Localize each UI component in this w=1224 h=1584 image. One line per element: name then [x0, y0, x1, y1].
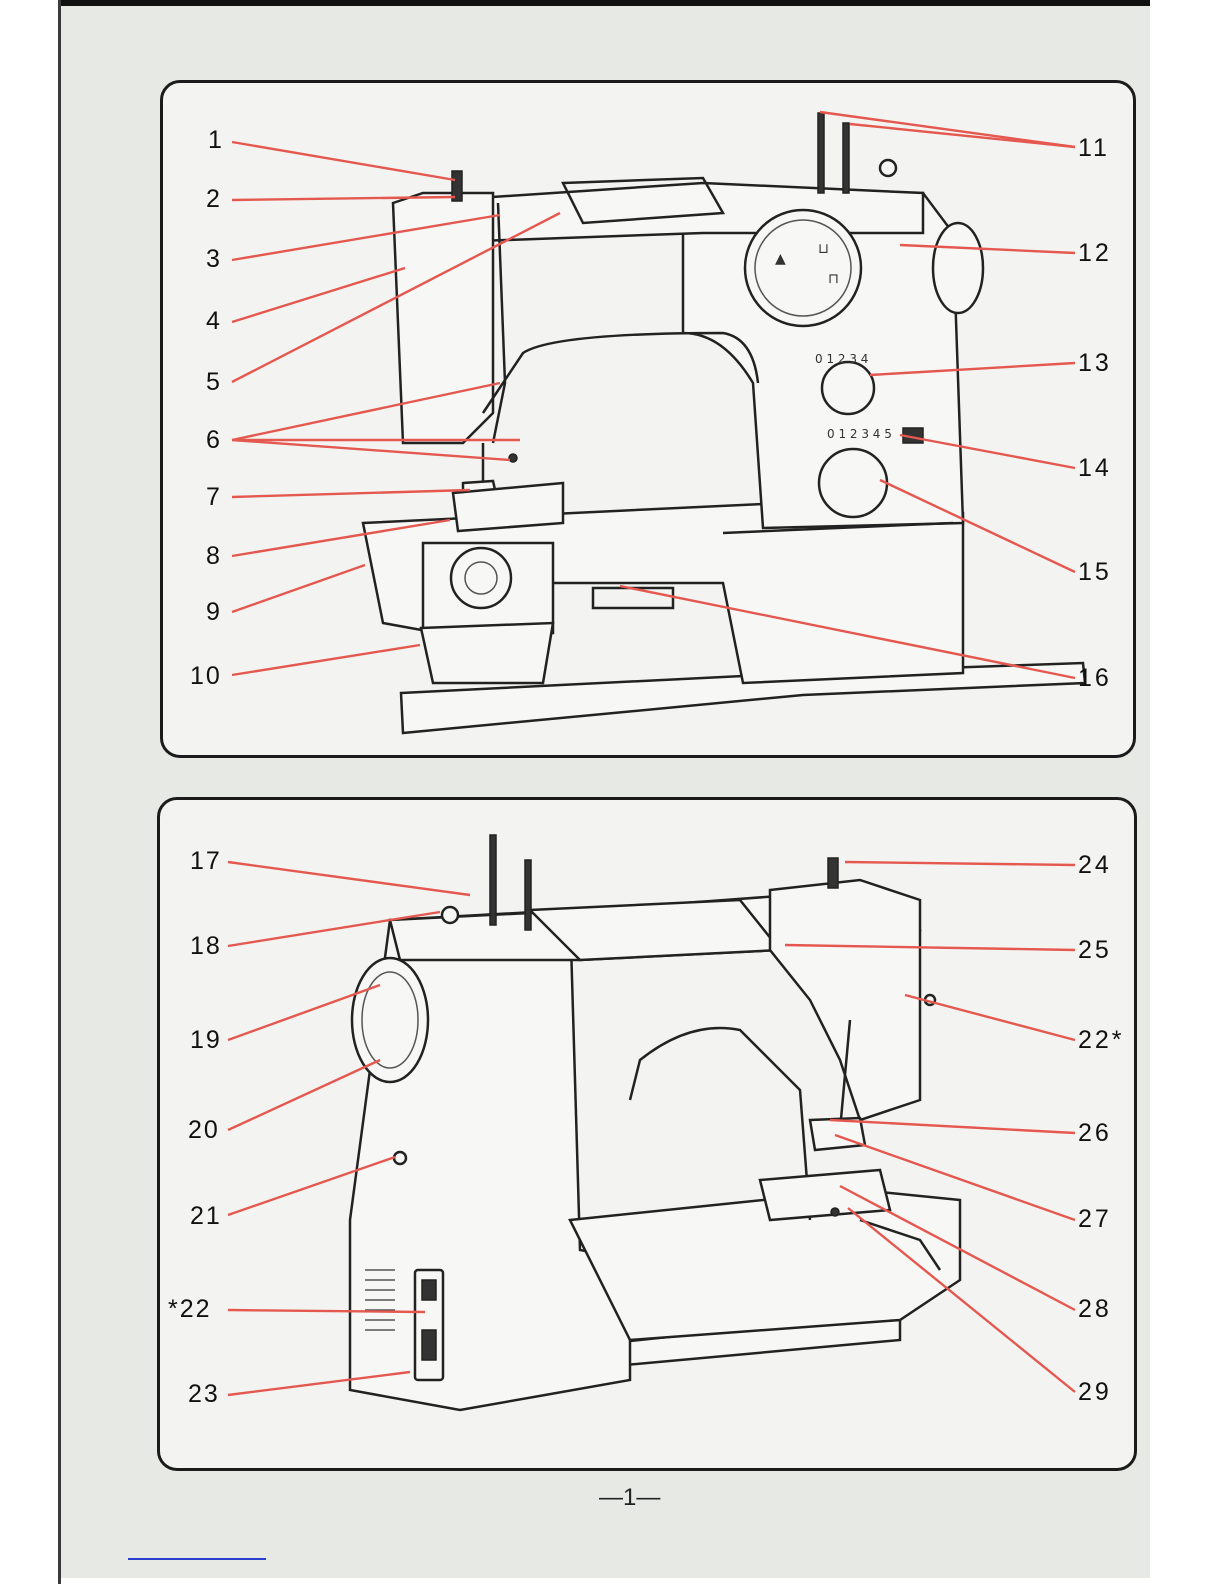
callout-15: 15: [1078, 560, 1112, 585]
callout-6: 6: [206, 428, 222, 453]
callout-11: 11: [1078, 136, 1110, 161]
callout-16: 16: [1078, 666, 1112, 691]
callout-23: 23: [188, 1382, 220, 1407]
callout-13: 13: [1078, 351, 1112, 376]
callout-4: 4: [206, 309, 222, 334]
callout-19: 19: [190, 1028, 222, 1053]
callout-14: 14: [1078, 456, 1112, 481]
callout-5: 5: [206, 370, 222, 395]
stitch-length-scale: 0 1 2 3 4: [815, 352, 868, 366]
callout-17: 17: [190, 849, 222, 874]
callout-22-left: *22: [168, 1297, 212, 1322]
svg-text:▲: ▲: [775, 251, 786, 267]
callout-3: 3: [206, 247, 222, 272]
front-view-figure: ▲ ⊔ ⊓ 0 1 2 3 4 0 1 2 3 4 5: [160, 80, 1136, 758]
sewing-machine-front-illustration: ▲ ⊔ ⊓ 0 1 2 3 4 0 1 2 3 4 5: [163, 83, 1133, 755]
callout-28: 28: [1078, 1297, 1112, 1322]
callout-21: 21: [190, 1204, 222, 1229]
callout-29: 29: [1078, 1380, 1112, 1405]
callout-24: 24: [1078, 853, 1112, 878]
svg-text:⊓: ⊓: [828, 271, 839, 287]
callout-2: 2: [206, 187, 222, 212]
callout-12: 12: [1078, 241, 1112, 266]
svg-text:⊔: ⊔: [818, 241, 829, 257]
callout-18: 18: [190, 934, 222, 959]
callout-22-right: 22*: [1078, 1028, 1125, 1053]
callout-27: 27: [1078, 1207, 1112, 1232]
callout-10: 10: [190, 664, 222, 689]
page-number: —1—: [599, 1484, 660, 1512]
callout-8: 8: [206, 544, 222, 569]
link-underline[interactable]: [128, 1558, 266, 1560]
callout-9: 9: [206, 600, 222, 625]
callout-7: 7: [206, 485, 222, 510]
callout-25: 25: [1078, 938, 1112, 963]
rear-view-figure: [157, 797, 1137, 1471]
scan-left-edge: [58, 0, 61, 1584]
callout-1: 1: [208, 128, 224, 153]
sewing-machine-rear-illustration: [160, 800, 1134, 1468]
stitch-width-scale: 0 1 2 3 4 5: [827, 427, 892, 441]
callout-20: 20: [188, 1118, 220, 1143]
callout-26: 26: [1078, 1121, 1112, 1146]
